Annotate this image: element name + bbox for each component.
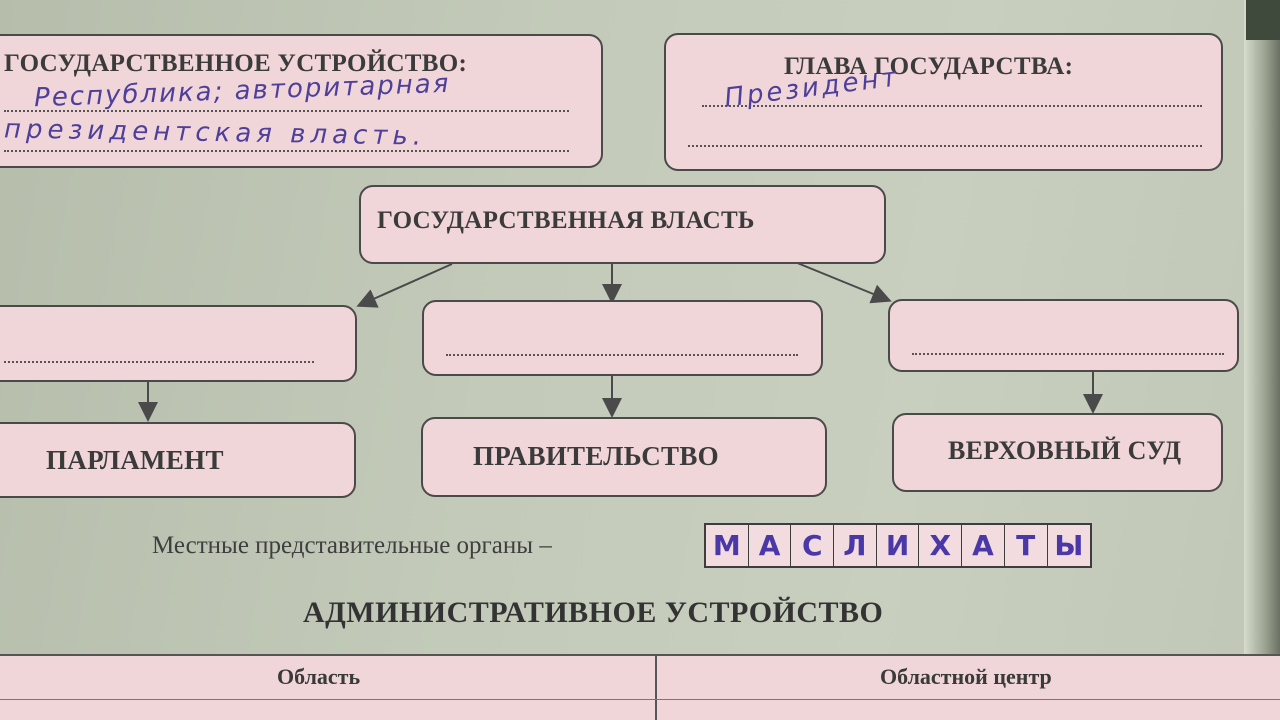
letter-cell: С — [791, 525, 835, 566]
state-structure-line-1 — [4, 110, 569, 112]
state-power-title: ГОСУДАРСТВЕННАЯ ВЛАСТЬ — [377, 207, 755, 234]
arrow-to-judicial — [789, 259, 892, 304]
letter-cell: Т — [1005, 525, 1048, 566]
letter-cell: Л — [834, 525, 877, 566]
table-header-divider — [0, 699, 1280, 700]
legislative-branch-box — [0, 305, 357, 382]
local-bodies-caption: Местные представительные органы – — [152, 532, 552, 559]
head-of-state-line-2 — [688, 145, 1202, 147]
letter-cell: Ы — [1054, 529, 1084, 562]
state-structure-answer-2: президентская власть. — [3, 114, 427, 152]
letter-cell: И — [877, 525, 920, 566]
table-header-region: Область — [277, 664, 361, 689]
government-box: ПРАВИТЕЛЬСТВО — [421, 417, 827, 497]
administrative-heading: АДМИНИСТРАТИВНОЕ УСТРОЙСТВО — [303, 596, 884, 629]
judicial-branch-line — [912, 353, 1224, 355]
letter-cell: А — [962, 525, 1005, 566]
letter-cell: М — [706, 525, 749, 566]
state-power-box: ГОСУДАРСТВЕННАЯ ВЛАСТЬ — [359, 185, 886, 264]
table-header-regional-center: Областной центр — [880, 664, 1052, 689]
supreme-court-box: ВЕРХОВНЫЙ СУД — [892, 413, 1223, 492]
letter-cell: А — [749, 525, 792, 566]
supreme-court-label: ВЕРХОВНЫЙ СУД — [948, 436, 1182, 465]
arrow-to-legislative — [356, 263, 453, 308]
letter-cell: Х — [919, 525, 963, 566]
government-label: ПРАВИТЕЛЬСТВО — [473, 441, 719, 471]
state-structure-line-2 — [4, 150, 569, 152]
executive-branch-box — [422, 300, 823, 376]
local-bodies-letter-grid: М А С Л И Х А Т Ы — [704, 523, 1093, 568]
head-of-state-box: ГЛАВА ГОСУДАРСТВА: Президент — [664, 33, 1223, 171]
book-spine-edge — [1246, 0, 1280, 40]
judicial-branch-box — [888, 299, 1239, 372]
executive-branch-line — [446, 354, 798, 356]
state-structure-box: ГОСУДАРСТВЕННОЕ УСТРОЙСТВО: Республика; … — [0, 34, 603, 168]
head-of-state-line-1 — [702, 105, 1202, 107]
book-spine — [1244, 0, 1280, 720]
head-of-state-title: ГЛАВА ГОСУДАРСТВА: — [784, 53, 1074, 80]
parliament-box: ПАРЛАМЕНТ — [0, 422, 356, 498]
state-structure-title: ГОСУДАРСТВЕННОЕ УСТРОЙСТВО: — [4, 50, 468, 77]
legislative-branch-line — [4, 361, 314, 363]
parliament-label: ПАРЛАМЕНТ — [46, 445, 224, 475]
administrative-table — [0, 654, 1280, 720]
table-column-divider — [655, 654, 657, 720]
